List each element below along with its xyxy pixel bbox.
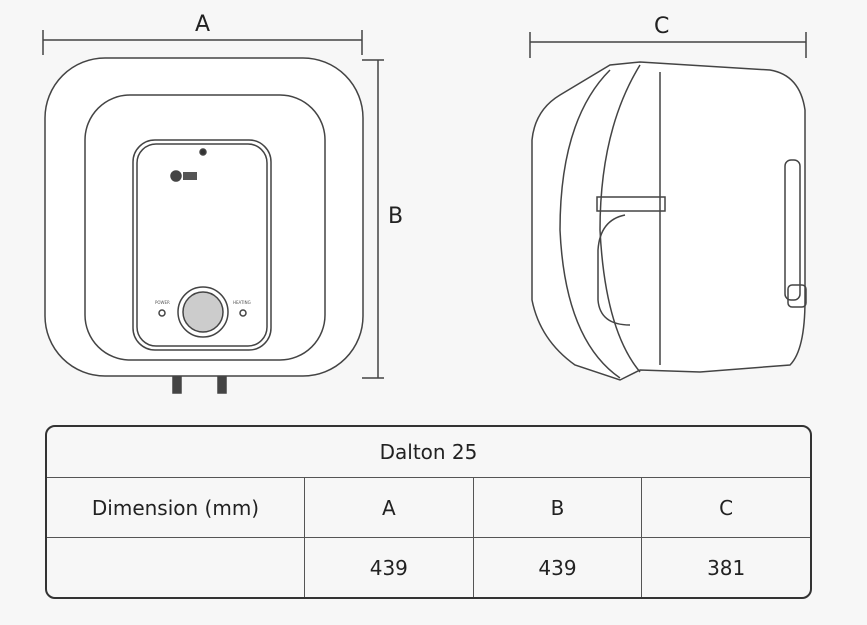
- table-row: 439 439 381: [47, 537, 810, 597]
- table-header-row: Dimension (mm) A B C: [47, 477, 810, 537]
- table-cell: 439: [304, 537, 473, 597]
- power-indicator-label: POWER: [155, 300, 170, 305]
- header-cell: A: [304, 477, 473, 537]
- heating-indicator-label: HEATING: [233, 300, 251, 305]
- header-cell: Dimension (mm): [47, 477, 304, 537]
- dimension-table: Dalton 25 Dimension (mm) A B C 439 439 3…: [45, 425, 812, 599]
- table-title: Dalton 25: [379, 440, 478, 464]
- dimension-label-a: A: [195, 12, 211, 37]
- table-cell: 381: [641, 537, 810, 597]
- table-cell: [47, 537, 304, 597]
- front-view: [42, 30, 384, 394]
- dimension-label-b: B: [388, 204, 404, 229]
- table-cell: 439: [472, 537, 642, 597]
- header-cell: C: [641, 477, 810, 537]
- dimension-label-c: C: [654, 14, 670, 39]
- header-cell: B: [472, 477, 642, 537]
- side-view: [529, 32, 807, 381]
